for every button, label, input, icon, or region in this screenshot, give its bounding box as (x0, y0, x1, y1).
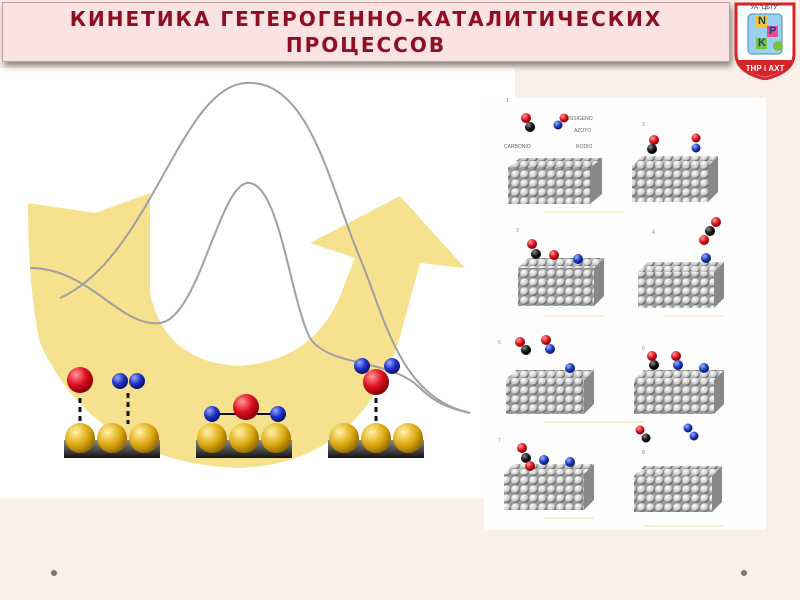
step-number: 1 (506, 98, 509, 104)
bullet-dot-right (741, 570, 747, 576)
rhodium-slab (634, 370, 724, 414)
logo-shield-icon (734, 2, 796, 81)
rhodium-slab (638, 262, 724, 308)
rhodium-slab (504, 464, 594, 510)
step-number: 6 (642, 346, 645, 352)
step-number: 7 (498, 438, 501, 444)
catalyst-station-desorption (328, 358, 424, 458)
catalyst-station-surface-reaction (196, 394, 292, 458)
steps-figure-svg: OSSIGENO AZOTO CARBONIO RODIO 1 2 3 4 5 … (498, 98, 724, 527)
u-arrow-shape (28, 193, 465, 468)
label-azoto: AZOTO (574, 128, 591, 134)
step-number: 8 (642, 450, 645, 456)
logo-letter-n: N (758, 15, 766, 27)
step-underlines (544, 211, 724, 527)
catalysis-energy-diagram (28, 81, 471, 468)
step-number: 5 (498, 340, 501, 346)
logo-top-text: УА "ЦБТУ" (750, 5, 780, 11)
rhodium-slab (506, 370, 594, 414)
rhodium-slab (518, 258, 604, 306)
label-ossigeno: OSSIGENO (566, 116, 593, 122)
slide-title: КИНЕТИКА ГЕТЕРОГЕННО–КАТАЛИТИЧЕСКИХ ПРОЦ… (69, 7, 663, 57)
rhodium-slab (634, 466, 722, 512)
molecules (515, 113, 721, 471)
catalyst-station-adsorption (64, 367, 160, 458)
uncatalysed-energy-curve (59, 81, 471, 414)
catalytic-steps-figure: OSSIGENO AZOTO CARBONIO RODIO 1 2 3 4 5 … (484, 98, 766, 530)
step-number: 2 (642, 122, 645, 128)
rhodium-slab (632, 156, 718, 202)
bullet-dot-left (51, 570, 57, 576)
rhodium-slab (508, 158, 602, 204)
title-banner: КИНЕТИКА ГЕТЕРОГЕННО–КАТАЛИТИЧЕСКИХ ПРОЦ… (2, 2, 730, 62)
university-logo: УА "ЦБТУ" N P K ТНР і АХТ (734, 2, 796, 81)
logo-letter-p: P (769, 25, 777, 37)
label-rodio: RODIO (576, 144, 593, 150)
label-carbonio: CARBONIO (504, 144, 531, 150)
step-number: 3 (516, 228, 519, 234)
logo-bottom-text: ТНР і АХТ (745, 64, 785, 73)
step-number: 4 (652, 230, 655, 236)
logo-letter-k: K (758, 37, 766, 49)
catalysed-energy-curve (29, 181, 471, 414)
